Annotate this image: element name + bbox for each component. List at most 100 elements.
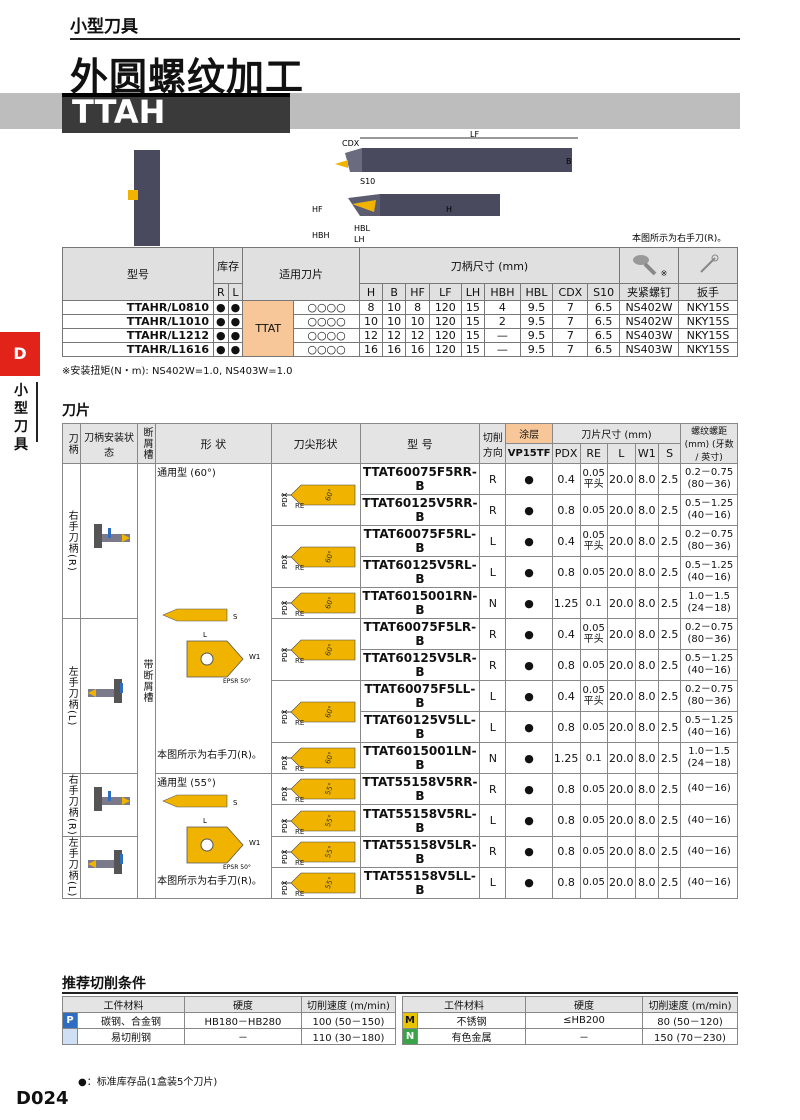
hdr-dir: 切削方向 xyxy=(479,423,507,464)
dim-lf: LF xyxy=(470,130,479,139)
page-title: 外圆螺纹加工 xyxy=(70,55,305,99)
page-number: D024 xyxy=(16,1088,69,1109)
hdr-model: 型号 xyxy=(62,247,214,301)
insert-model: TTAT60075F5LR-B xyxy=(359,618,481,650)
hdr-grade: VP15TF xyxy=(505,443,553,464)
holder-diagram: LF CDX B S10 HF HBH HBL LH H 本图所示为右手刀(R)… xyxy=(312,130,726,244)
torque-note: ※安装扭矩(N・m): NS402W=1.0, NS403W=1.0 xyxy=(62,366,293,377)
holder-right: 右手刀柄(R) xyxy=(61,463,82,619)
hdr-l: L xyxy=(227,283,244,301)
svg-text:60°: 60° xyxy=(323,596,335,610)
insert-model: TTAT60125V5LR-B xyxy=(359,649,481,681)
section-tab[interactable]: D xyxy=(0,332,40,376)
insert-top xyxy=(335,160,348,168)
inserts-table: 刀柄 刀柄安装状态 断屑槽 形 状 刀尖形状 型 号 切削方向 涂层 刀片尺寸 … xyxy=(61,423,738,899)
insert-tip-icon: PDX RE 60° xyxy=(273,589,359,617)
svg-text:RE: RE xyxy=(295,657,304,664)
dim-hbl: HBL xyxy=(354,224,371,233)
diagram-note: 本图所示为右手刀(R)。 xyxy=(632,232,726,244)
inserts-section-title: 刀片 xyxy=(62,403,90,419)
stock-dot: ● xyxy=(505,525,553,557)
svg-text:PDX: PDX xyxy=(281,818,289,833)
svg-text:PDX: PDX xyxy=(281,709,289,724)
svg-text:PDX: PDX xyxy=(281,600,289,615)
insert-model: TTAT60125V5LL-B xyxy=(359,711,481,743)
hdr-pdx: PDX xyxy=(551,443,581,464)
dim-hf: HF xyxy=(312,205,323,214)
hdr-hbh: HBH xyxy=(484,283,521,301)
chip-breaker: 带断屑槽 xyxy=(136,463,157,899)
hdr-s10: S10 xyxy=(587,283,620,301)
insert-model: TTAT60125V5RL-B xyxy=(359,556,481,588)
hdr-wrench: 扳手 xyxy=(678,283,738,301)
svg-text:RE: RE xyxy=(295,890,304,897)
hdr-chip: 断屑槽 xyxy=(141,427,153,460)
stock-dot: ● xyxy=(505,618,553,650)
insert-model: TTAT55158V5LL-B xyxy=(359,866,481,899)
hdr-mount: 刀柄安装状态 xyxy=(80,423,138,464)
header-rule xyxy=(70,38,740,40)
svg-text:60°: 60° xyxy=(323,704,335,718)
stock-dot: ● xyxy=(505,680,553,712)
hdr-hbl: HBL xyxy=(519,283,554,301)
svg-text:W1: W1 xyxy=(249,653,260,661)
stock-dot: ● xyxy=(505,866,553,899)
conditions-section-title: 推荐切削条件 xyxy=(62,976,146,992)
hdr-holder: 刀柄 xyxy=(66,432,78,455)
svg-text:RE: RE xyxy=(295,610,304,617)
stock-dot: ● xyxy=(505,587,553,619)
stock-dot: ● xyxy=(505,463,553,495)
svg-text:RE: RE xyxy=(295,765,304,772)
screw-icon: ※ xyxy=(619,247,679,284)
hdr-l: L xyxy=(606,443,636,464)
right-holder-mount-icon xyxy=(82,783,136,826)
holder-body-front xyxy=(380,194,500,216)
svg-text:L: L xyxy=(203,817,207,825)
dim-s10: S10 xyxy=(360,177,375,186)
svg-text:60°: 60° xyxy=(323,642,335,656)
holder-left: 左手刀柄(L) xyxy=(61,618,82,774)
hdr-r: R xyxy=(213,283,229,301)
hdr-cdx: CDX xyxy=(552,283,589,301)
stock-note: ●：标准库存品(1盒装5个刀片) xyxy=(78,1077,218,1088)
hdr-screw: 夹紧螺钉 xyxy=(619,283,679,301)
right-note: 本图所示为右手刀(R)。 xyxy=(157,750,262,761)
stock-dot: ● xyxy=(505,711,553,743)
hdr-dims: 刀柄尺寸 (mm) xyxy=(358,247,621,284)
insert-model: TTAT55158V5RR-B xyxy=(359,772,481,806)
stock-dot: ● xyxy=(505,772,553,806)
hdr-coat: 涂层 xyxy=(505,423,553,444)
svg-text:60°: 60° xyxy=(323,751,335,765)
svg-text:RE: RE xyxy=(295,796,304,803)
insert-model: TTAT60075F5RR-B xyxy=(359,463,481,495)
svg-text:55°: 55° xyxy=(323,844,335,858)
svg-text:PDX: PDX xyxy=(281,849,289,864)
hdr-tip: 刀尖形状 xyxy=(270,423,361,464)
stock-dot: ● xyxy=(505,835,553,868)
hdr-re: RE xyxy=(579,443,608,464)
holder-body-top xyxy=(362,148,572,172)
left-holder-mount-icon xyxy=(82,846,136,889)
